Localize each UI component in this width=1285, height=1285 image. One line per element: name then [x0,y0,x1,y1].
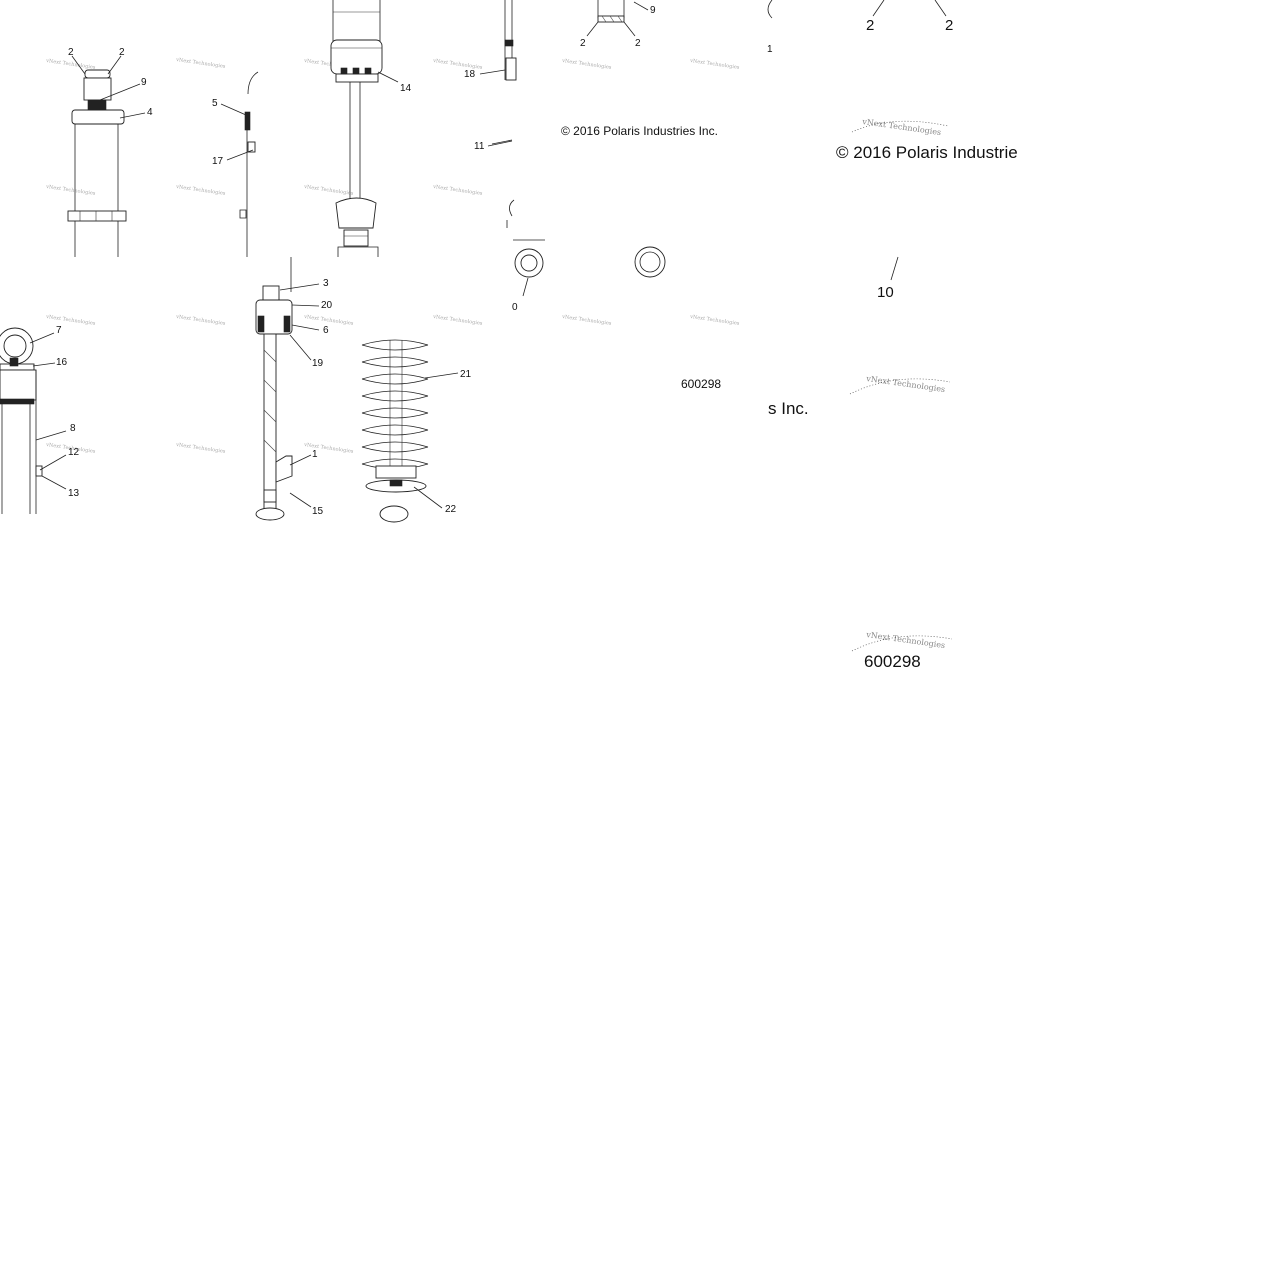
callout-2: 2 [68,47,74,58]
watermark: vNext Technologies [175,57,226,70]
callout-3: 3 [323,278,329,289]
callout-14: 14 [400,83,412,94]
cap-detail [597,0,625,23]
callout-10: 0 [512,302,518,313]
callout-7: 7 [56,325,62,336]
callout-9: 9 [141,77,147,88]
callout-17: 17 [212,156,224,167]
shock-body-top [67,69,127,257]
callout-22: 22 [445,504,457,515]
callout-2: 2 [866,17,874,34]
callout-5: 5 [212,98,218,109]
copyright-text: © 2016 Polaris Industries Inc. [561,124,718,138]
watermark: vNext Technologies [45,58,96,71]
callout-1: 1 [312,449,318,460]
callout-9: 9 [650,5,656,16]
mount-bracket [491,0,517,228]
coil-spring [361,339,429,523]
watermark: vNext Technologies [45,314,96,327]
seal-bracket [239,71,259,257]
copyright-text-large: © 2016 Polaris Industrie [836,143,1018,162]
watermark: vNext Technologies [175,442,226,455]
callout-21: 21 [460,369,472,380]
callout-18: 18 [464,69,476,80]
callout-6: 6 [323,325,329,336]
callout-2: 2 [635,38,641,49]
callout-2: 2 [945,17,953,34]
shock-lower-eyelet [0,327,43,514]
copyright-tail: s Inc. [768,399,809,418]
watermark: vNext Technologies [689,58,740,71]
callout-1: 1 [767,44,773,55]
callout-12: 12 [68,447,80,458]
watermark: vNext Technologies [561,314,612,327]
watermark: vNext Technologies [861,117,942,137]
watermark: vNext Technologies [303,184,354,197]
callout-19: 19 [312,358,324,369]
figure-id: 600298 [681,377,721,391]
callout-8: 8 [70,423,76,434]
shock-rod-assembly [330,0,383,257]
callout-16: 16 [56,357,68,368]
watermark: vNext Technologies [689,314,740,327]
callout-2: 2 [580,38,586,49]
figure-id-large: 600298 [864,652,921,671]
zoom-fragment [767,0,773,19]
callout-2: 2 [119,47,125,58]
watermark: vNext Technologies [45,184,96,197]
watermark: vNext Technologies [432,314,483,327]
watermark: vNext Technologies [303,442,354,455]
callout-4: 4 [147,107,153,118]
watermark: vNext Technologies [561,58,612,71]
eyelets [513,239,666,278]
watermark: vNext Technologies [175,184,226,197]
callout-10: 10 [877,284,894,301]
callout-11: 11 [474,141,485,152]
watermark: vNext Technologies [175,314,226,327]
callout-15: 15 [312,506,324,517]
watermark: vNext Technologies [865,374,946,394]
watermark-tiles: vNext Technologies vNext Technologies vN… [45,57,953,652]
watermark: vNext Technologies [432,184,483,197]
piston-rod-section [255,257,293,521]
callout-20: 20 [321,300,333,311]
callout-13: 13 [68,488,80,499]
watermark: vNext Technologies [432,58,483,71]
watermark: vNext Technologies [865,630,946,650]
